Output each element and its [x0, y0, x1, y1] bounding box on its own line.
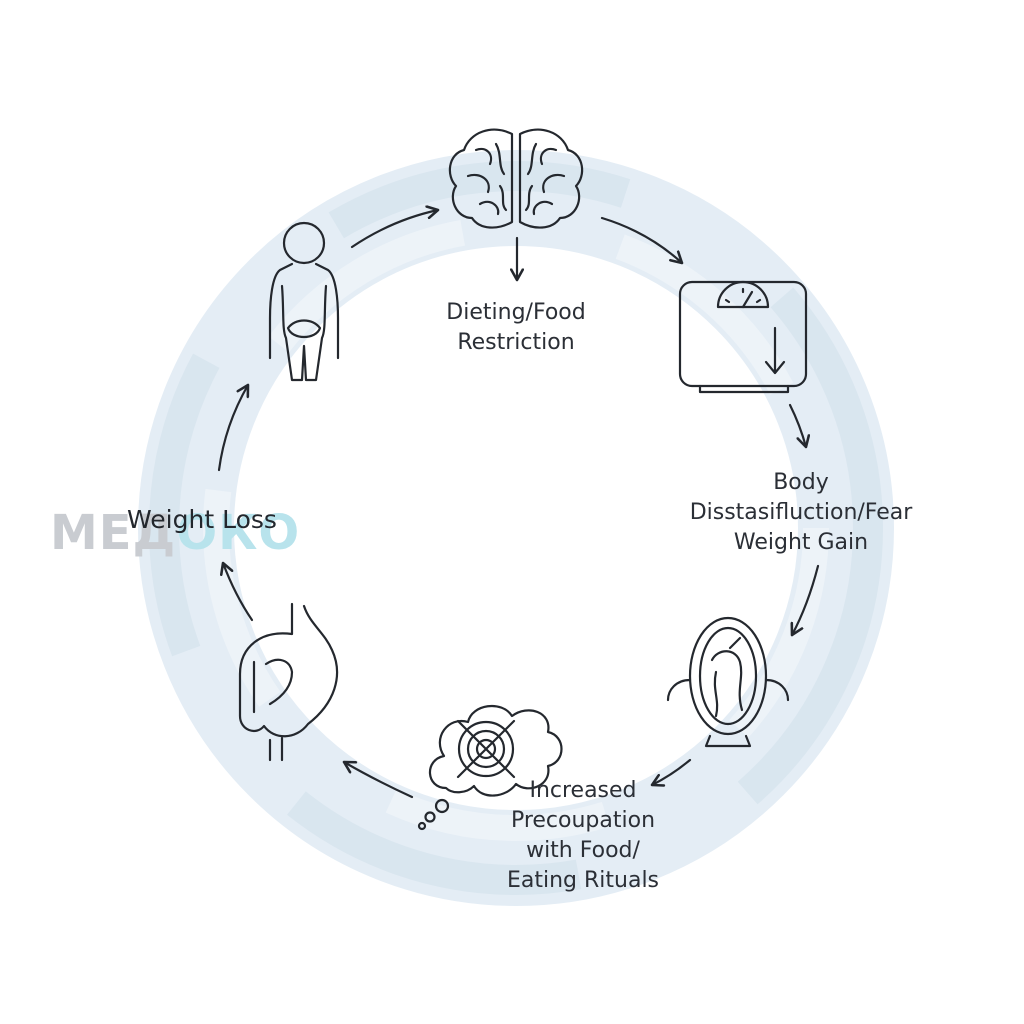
stomach-icon: [238, 602, 339, 762]
arrow-mirror-to-preoccupation: [652, 758, 692, 785]
label-line: Restriction: [457, 330, 575, 355]
arrow-scale-down: [788, 403, 806, 447]
arrow-person-to-brain: [350, 210, 438, 249]
label-line: Eating Rituals: [506, 868, 660, 893]
stage-label-weight-loss: Weight Loss: [92, 503, 312, 537]
label-line: Increased: [529, 778, 637, 803]
label-line: Dieting/Food: [446, 300, 586, 325]
arrow-body-to-mirror: [792, 564, 820, 635]
thought-bubble-icon: [417, 704, 563, 831]
human-figure-icon: [268, 221, 340, 382]
scale-icon: [678, 280, 808, 394]
arrow-preoccupation-to-stomach: [344, 762, 414, 799]
arrow-brain-to-scale: [600, 216, 682, 263]
label-line: Disstasifluction/Fear: [689, 500, 913, 525]
brain-icon: [448, 128, 584, 229]
mirror-icon: [666, 616, 790, 748]
arrow-stomach-to-weightloss: [223, 563, 254, 622]
label-line: Precoupation: [510, 808, 656, 833]
label-line: with Food/: [526, 838, 640, 863]
background-ring: [138, 150, 894, 906]
stage-label-body: Body Disstasifluction/Fear Weight Gain: [656, 468, 946, 558]
label-line: Weight Loss: [127, 505, 277, 534]
stage-label-dieting: Dieting/Food Restriction: [380, 298, 652, 358]
arrow-weightloss-to-person: [217, 385, 248, 472]
label-line: Body: [773, 470, 829, 495]
label-line: Weight Gain: [733, 530, 869, 555]
stage-label-preoccupation: Increased Precoupation with Food/ Eating…: [470, 776, 696, 896]
